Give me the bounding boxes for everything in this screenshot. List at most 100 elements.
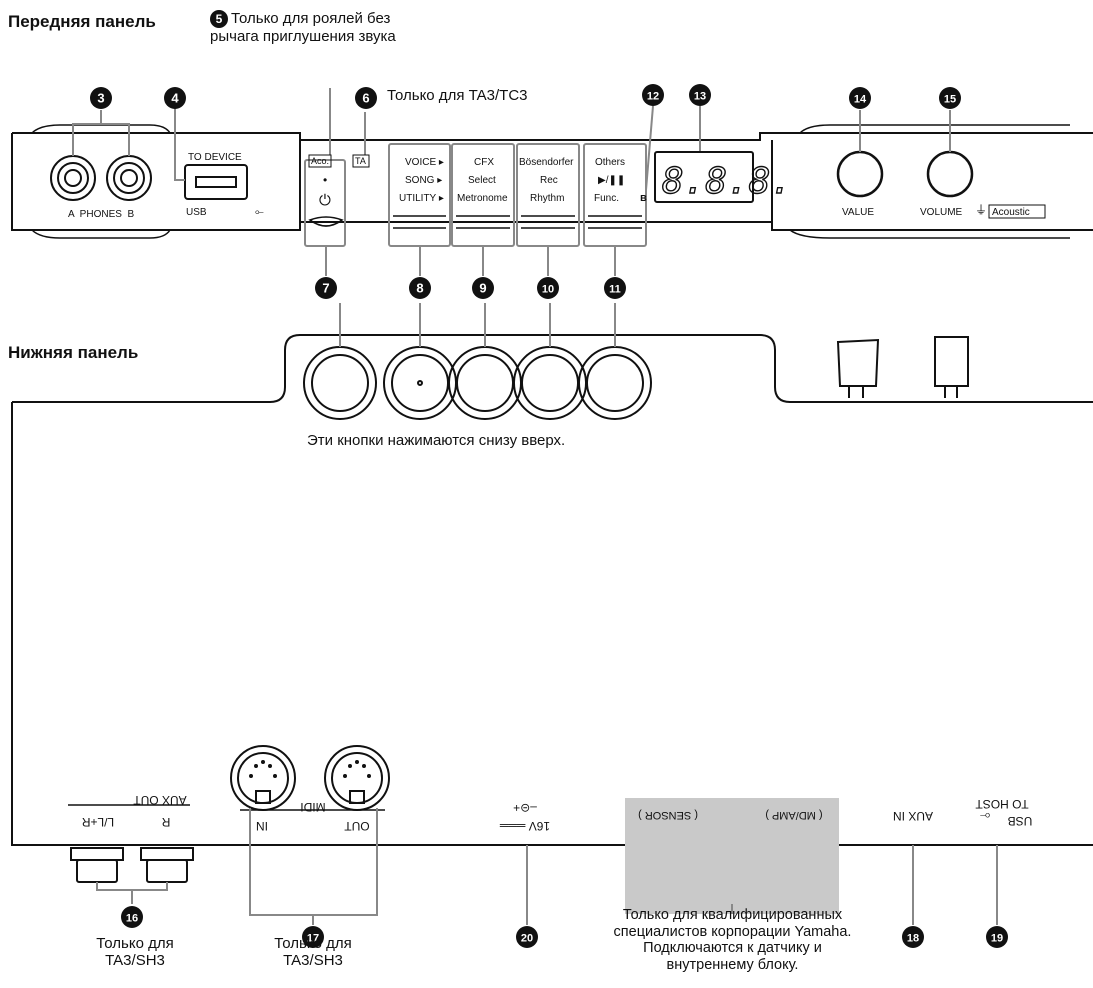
to-device-label: TO DEVICE [188,152,242,163]
led-display [654,151,754,203]
callout-3-circle [90,87,112,109]
bottom-panel-title: Нижняя панель [8,343,139,362]
midi-out-port[interactable] [324,745,390,811]
callout-markers: 3 4 6 7 8 9 10 11 12 13 14 15 16 17 18 19 20 [90,84,1008,948]
note-service: Только для квалифицированных специалисто… [613,907,852,974]
aux-out-l-label: L/L+R [81,815,114,829]
callout-12-label: 12 [647,91,659,103]
callout-5-icon: 5 [210,10,228,28]
voice-label: VOICE ▸ [405,157,444,168]
callout-11-circle [604,277,626,299]
callout-14-circle [849,87,871,109]
callout-12-circle [642,84,664,106]
bosendorfer-label: Bösendorfer [519,157,574,168]
callout-15-label: 15 [944,94,956,106]
volume-label: VOLUME [920,207,963,218]
volume-knob[interactable] [926,150,974,198]
callout-lines-bottom [96,808,998,925]
sensor-block [625,798,839,914]
md-amp-label: ( MD/AMP ) [765,809,822,821]
others-label: Others [595,157,625,168]
select-label: Select [468,175,496,186]
usb-label: USB [186,207,207,218]
dc-symbol: –⊝+ [513,801,537,815]
acoustic-label: Acoustic [992,207,1030,218]
callout-13-label: 13 [694,91,706,103]
pedal-icon: ⏚ [975,203,987,217]
ta-label: TA [355,156,366,166]
aux-in-label: AUX IN [893,809,933,823]
value-knob[interactable] [836,150,884,198]
front-panel-title: Передняя панель [8,12,156,31]
callout-7-circle [315,277,337,299]
song-label: SONG ▸ [405,175,442,186]
display-digits: 8.8.8. [662,161,792,202]
note-buttons: Эти кнопки нажимаются снизу вверх. [307,432,566,449]
power-led-dot: • [323,173,327,187]
bluetooth-icon: ʙ [640,192,647,204]
usb-icon: ⟜ [255,206,264,218]
callout-15-circle [939,87,961,109]
callout-19-label: 19 [991,933,1003,945]
midi-out-pins [343,760,371,778]
phones-jack-a[interactable] [50,155,96,201]
utility-label: UTILITY ▸ [399,193,444,204]
callout-7-label: 7 [322,281,329,296]
midi-in-label: IN [256,819,268,833]
usb-host-icon: ⟜ [980,809,990,824]
callout-17-circle [302,926,324,948]
callout-9-circle [472,277,494,299]
front-panel-body [11,124,1093,239]
aco-label: Aco. [311,156,329,166]
metronome-label: Metronome [457,193,508,204]
callout-10-circle [537,277,559,299]
callout-9-label: 9 [479,281,486,296]
callout-19-circle [986,926,1008,948]
power-icon: ⏻ [319,192,331,209]
callout-8-circle [409,277,431,299]
aux-out-label: AUX OUT [133,793,187,807]
func-label: Func. [594,193,619,204]
aux-out-r-label: R [161,815,170,829]
phones-label: A PHONES B [68,209,134,220]
callout-4-circle [164,87,186,109]
play-pause-label: ▶/❚❚ [598,175,625,186]
callout-16-label: 16 [126,913,138,925]
callout-3-label: 3 [97,91,104,106]
callout-10-label: 10 [542,284,554,296]
midi-in-port[interactable] [230,745,296,811]
to-host-label: TO HOST [975,797,1029,811]
note-17: Только для TA3/SH3 [274,935,352,970]
callout-6-label: 6 [362,91,369,106]
knob-shafts [836,336,969,398]
midi-label: MIDI [300,800,325,814]
cfx-label: CFX [474,157,494,168]
callout-4-label: 4 [171,91,179,106]
callout-18-circle [902,926,924,948]
front-buttons[interactable] [308,215,642,229]
callout-20-label: 20 [521,933,533,945]
midi-in-pins [249,760,277,778]
callout-6-circle [355,87,377,109]
callout-18-label: 18 [907,933,919,945]
rhythm-label: Rhythm [530,193,564,204]
phones-jack-b[interactable] [106,155,152,201]
callout-16-circle [121,906,143,928]
note-16: Только для TA3/SH3 [96,935,174,970]
callout-14-label: 14 [854,94,867,106]
aux-out-jacks[interactable] [70,847,194,883]
callout-8-label: 8 [416,281,423,296]
callout-20-circle [516,926,538,948]
rec-label: Rec [540,175,558,186]
usb-to-device-port[interactable] [184,164,248,200]
note-6: Только для TA3/TC3 [387,87,528,104]
sensor-label: ( SENSOR ) [638,809,698,821]
midi-out-label: OUT [344,819,370,833]
callout-17-label: 17 [307,933,319,945]
callout-11-label: 11 [609,284,621,296]
value-label: VALUE [842,207,874,218]
usb-host-label: USB [1008,814,1033,828]
bottom-buttons[interactable] [303,346,652,420]
